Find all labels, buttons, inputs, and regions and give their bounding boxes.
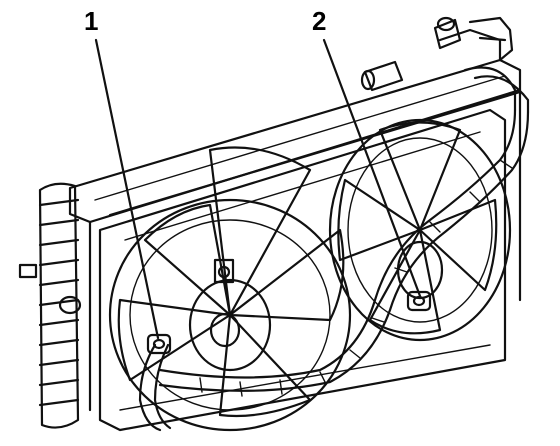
callout-number-2: 2 bbox=[312, 6, 327, 36]
radiator-frame bbox=[68, 28, 522, 412]
radiator-side-tank bbox=[18, 182, 82, 429]
left-fan bbox=[108, 146, 352, 432]
left-fan-motor bbox=[188, 258, 272, 372]
right-fan bbox=[328, 118, 512, 342]
callout-number-1: 1 bbox=[84, 6, 99, 36]
leader-line-1 bbox=[94, 38, 160, 340]
wiring-harness bbox=[138, 66, 530, 432]
connector-1 bbox=[146, 333, 172, 355]
upper-hose-fitting bbox=[360, 16, 514, 92]
leader-line-2 bbox=[322, 38, 422, 298]
